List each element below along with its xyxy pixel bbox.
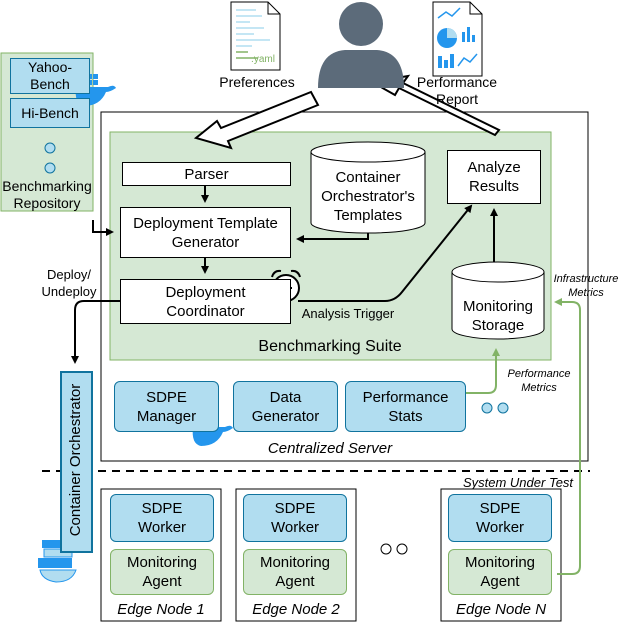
hi-bench-item[interactable]: Hi-Bench: [10, 98, 90, 128]
server-dot-1: [481, 402, 493, 414]
benchmarking-suite-label: Benchmarking Suite: [258, 338, 402, 355]
edge-dot-2: [396, 543, 408, 555]
infrastructure-metrics-label: Infrastructure Metrics: [553, 273, 619, 299]
templates-cylinder: [310, 141, 426, 234]
edge-node-n-worker[interactable]: SDPE Worker: [448, 494, 552, 542]
server-dot-2: [497, 402, 509, 414]
parser-box[interactable]: Parser: [122, 162, 291, 186]
preferences-arrow: [193, 90, 320, 150]
person-icon: [318, 2, 404, 88]
edge-node-1-agent[interactable]: Monitoring Agent: [110, 549, 214, 595]
yaml-document-icon: [230, 1, 281, 71]
deployment-coordinator-box[interactable]: Deployment Coordinator: [120, 279, 291, 324]
deploy-undeploy-label: Deploy/ Undeploy: [41, 267, 97, 299]
performance-report-label: Performance Report: [416, 74, 498, 107]
edge-node-2-agent[interactable]: Monitoring Agent: [243, 549, 347, 595]
edge-node-n-label: Edge Node N: [455, 601, 547, 618]
yahoo-bench-item[interactable]: Yahoo- Bench: [10, 58, 90, 94]
container-orchestrator-box: [60, 371, 93, 553]
edge-node-n-agent[interactable]: Monitoring Agent: [448, 549, 552, 595]
yaml-tag: .yaml: [251, 54, 275, 65]
performance-stats-box[interactable]: Performance Stats: [345, 381, 466, 432]
performance-metrics-label: Performance Metrics: [507, 368, 571, 394]
kubernetes-stack-icon: [38, 540, 77, 583]
analyze-results-box[interactable]: Analyze Results: [447, 150, 541, 204]
monitoring-storage-cylinder: [451, 261, 545, 340]
repo-dot-1: [44, 142, 56, 154]
preferences-label: Preferences: [219, 74, 295, 90]
edge-node-1-worker[interactable]: SDPE Worker: [110, 494, 214, 542]
repo-dot-2: [44, 162, 56, 174]
templates-label: Container Orchestrator's Templates: [321, 169, 415, 224]
edge-dot-1: [380, 543, 392, 555]
analysis-trigger-label: Analysis Trigger: [301, 306, 395, 321]
centralized-server-label: Centralized Server: [267, 440, 393, 457]
edge-node-2-label: Edge Node 2: [252, 601, 340, 618]
repository-label: Benchmarking Repository: [2, 178, 92, 211]
system-under-test-label: System Under Test: [462, 475, 574, 490]
report-document-icon: [432, 1, 483, 77]
deployment-template-generator-box[interactable]: Deployment Template Generator: [120, 207, 291, 258]
monitoring-storage-label: Monitoring Storage: [462, 298, 534, 334]
edge-node-2-worker[interactable]: SDPE Worker: [243, 494, 347, 542]
data-generator-box[interactable]: Data Generator: [233, 381, 338, 432]
edge-node-1-label: Edge Node 1: [117, 601, 205, 618]
sdpe-manager-box[interactable]: SDPE Manager: [114, 381, 219, 432]
container-orchestrator-label: Container Orchestrator: [67, 383, 84, 537]
